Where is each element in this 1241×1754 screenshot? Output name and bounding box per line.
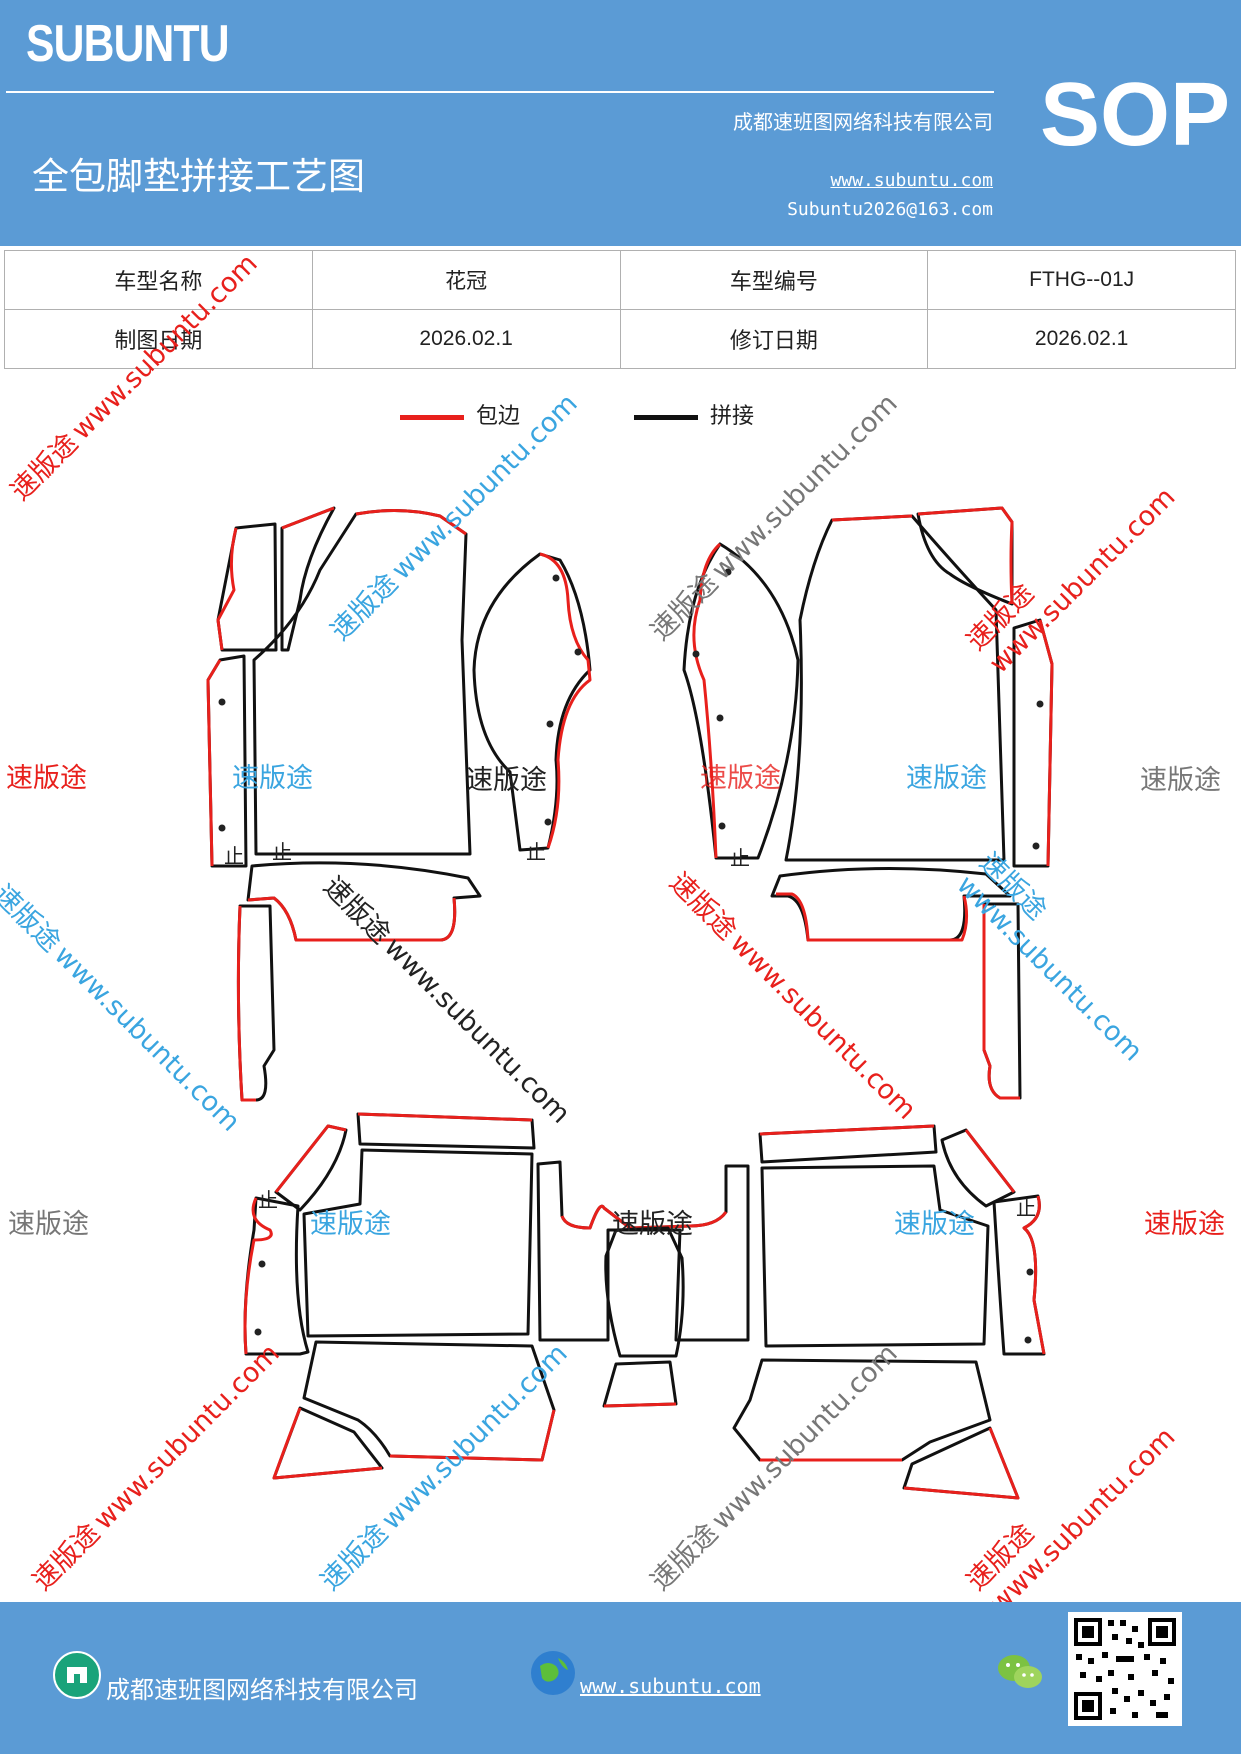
watermark-brand: 速版途 [466, 765, 547, 796]
piece-rr-corner-edge [964, 1129, 1016, 1193]
qr-code [1068, 1612, 1182, 1726]
watermark-brand: 速版途 [894, 1209, 975, 1240]
piece-rl-wedge [272, 1406, 384, 1480]
piece-rl-side-edge [243, 1197, 273, 1355]
watermark-brand: 速版途 [232, 763, 313, 794]
piece-fr-main [784, 514, 1006, 862]
piece-centre-top [536, 1160, 750, 1342]
brand-logo: SUBUNTU [26, 15, 230, 73]
globe-icon [531, 1651, 575, 1695]
watermark-brand: 速版途 [1144, 1209, 1225, 1240]
watermark-brand: 速版途 [8, 1209, 89, 1240]
sop-badge: SOP [1040, 65, 1231, 165]
legend-red-swatch [400, 414, 464, 420]
label-model-name: 车型名称 [4, 250, 313, 310]
vehicle-info-table: 车型名称 花冠 车型编号 FTHG--01J 制图日期 2026.02.1 修订… [4, 250, 1236, 369]
piece-rr-seat [760, 1164, 990, 1348]
stitch-mark: 止 [526, 840, 546, 864]
table-row: 制图日期 2026.02.1 修订日期 2026.02.1 [4, 309, 1236, 369]
stitch-mark: 止 [224, 844, 244, 868]
piece-rr-top-bar-edge [759, 1124, 935, 1136]
label-model-code: 车型编号 [619, 250, 929, 310]
piece-fl-lower-strip-edge [236, 905, 256, 1102]
label-revise-date: 修订日期 [619, 309, 929, 369]
piece-rl-top-bar-edge [357, 1112, 533, 1122]
piece-rr-corner [940, 1128, 1016, 1208]
value-revise-date: 2026.02.1 [927, 309, 1236, 369]
footer-website-link[interactable]: www.subuntu.com [580, 1674, 761, 1698]
header-email[interactable]: Subuntu2026@163.com [787, 199, 993, 220]
piece-rl-front-edge [389, 1409, 556, 1462]
footer-company-name: 成都速班图网络科技有限公司 [106, 1676, 418, 1704]
value-draw-date: 2026.02.1 [311, 309, 621, 369]
piece-rl-side [243, 1196, 310, 1356]
piece-rl-corner [274, 1124, 348, 1212]
piece-fl-door [472, 552, 592, 852]
value-model-name: 花冠 [311, 250, 621, 310]
header-website-link[interactable]: www.subuntu.com [830, 170, 993, 191]
piece-fl-small-strip [216, 522, 278, 652]
piece-fl-left-strip-edge [206, 659, 222, 867]
piece-fl-slant-edge [281, 506, 335, 530]
piece-fr-door [682, 542, 800, 860]
qr-code-icon [1074, 1618, 1176, 1720]
wechat-icon[interactable] [996, 1652, 1044, 1692]
piece-centre-top-edge [560, 1204, 728, 1230]
legend-label-seam: 拼接 [710, 404, 755, 429]
piece-rl-seat [302, 1148, 534, 1338]
watermark-brand: 速版途 [1140, 765, 1221, 796]
piece-fl-slant [280, 506, 336, 652]
company-icon [53, 1651, 101, 1699]
piece-fr-door-edge [692, 542, 722, 859]
piece-fr-right-strip-edge [1038, 619, 1054, 867]
piece-fl-lower-strip [236, 904, 276, 1102]
table-row: 车型名称 花冠 车型编号 FTHG--01J [4, 250, 1236, 310]
piece-fr-corner-edge [917, 506, 1014, 605]
piece-rr-side-edge [1022, 1195, 1046, 1355]
watermark-brand: 速版途 [612, 1209, 693, 1240]
piece-fl-heel-edge [247, 896, 457, 942]
piece-centre-bottom [602, 1360, 678, 1408]
piece-fl-small-strip-edge [216, 527, 238, 651]
watermark-brand: 速版途 [6, 763, 87, 794]
legend-black-swatch [634, 414, 698, 420]
piece-fr-main-edge [831, 514, 913, 522]
legend-seam: 拼接 [634, 398, 754, 430]
value-model-code: FTHG--01J [927, 250, 1236, 310]
stitch-mark: 止 [258, 1188, 278, 1212]
piece-rr-wedge-edge [903, 1427, 1020, 1500]
piece-centre-tunnel [604, 1226, 685, 1358]
piece-fr-heel-edge [776, 892, 969, 942]
piece-fr-lower-strip-edge [982, 904, 1020, 1100]
document-title: 全包脚垫拼接工艺图 [32, 155, 365, 198]
piece-rl-wedge-edge [272, 1407, 383, 1480]
stitch-mark: 止 [1016, 1196, 1036, 1220]
piece-fr-corner [916, 506, 1014, 606]
piece-rl-corner-edge [274, 1124, 347, 1193]
piece-centre-bottom-edge [603, 1402, 677, 1408]
piece-fl-main [252, 508, 472, 856]
stitch-mark: 止 [730, 846, 750, 870]
legend-label-binding: 包边 [476, 404, 521, 429]
header-banner [0, 0, 1241, 246]
stitch-mark: 止 [272, 840, 292, 864]
legend-edge-binding: 包边 [400, 398, 520, 430]
piece-rr-wedge [902, 1426, 1020, 1500]
watermark-brand: 速版途 [906, 763, 987, 794]
header-divider [6, 91, 994, 93]
watermark-brand: 速版途 [700, 763, 781, 794]
piece-fl-main-edge [355, 508, 467, 536]
label-draw-date: 制图日期 [4, 309, 313, 369]
piece-fl-door-edge [539, 552, 592, 849]
watermark-brand: 速版途 [310, 1209, 391, 1240]
header-company-name: 成都速班图网络科技有限公司 [733, 110, 993, 134]
